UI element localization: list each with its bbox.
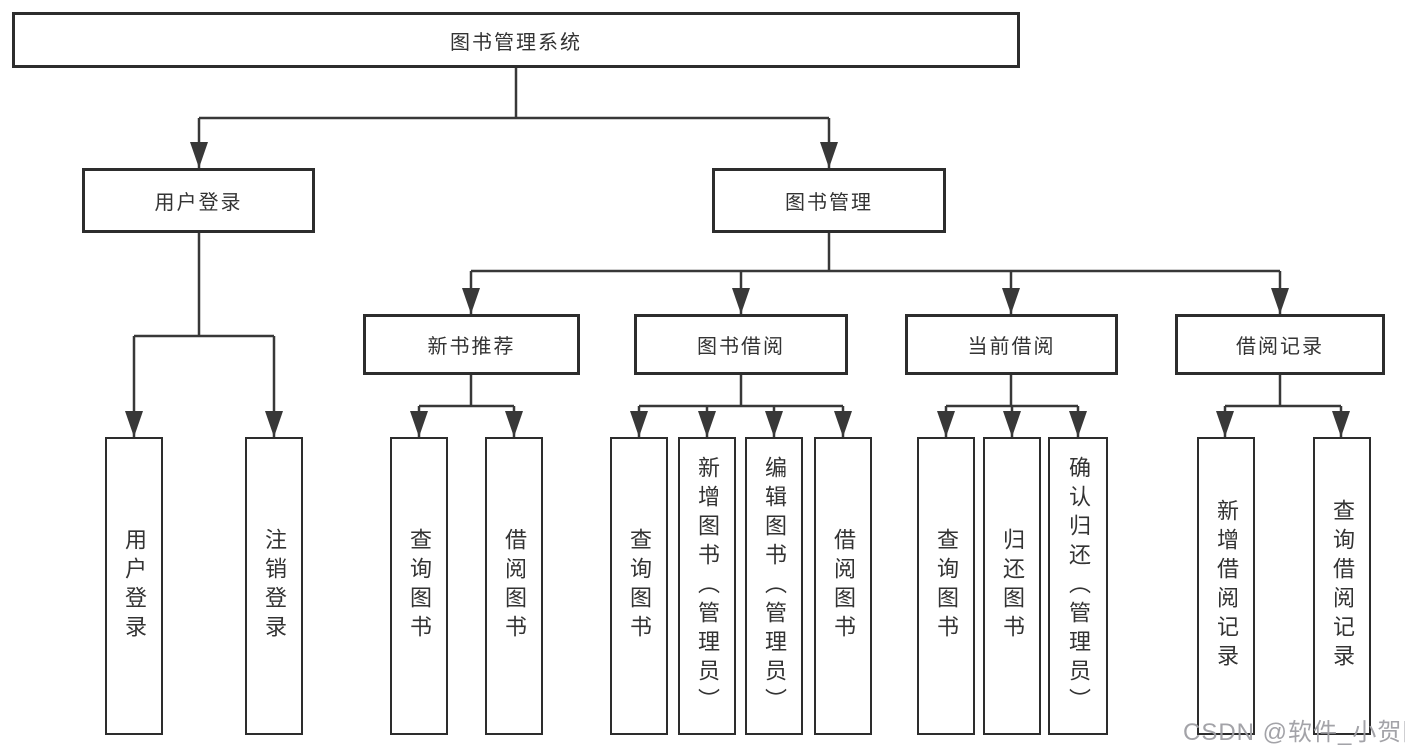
node-new-book-recommend: 新书推荐 (363, 314, 580, 375)
node-borrow-records-label: 借阅记录 (1236, 336, 1324, 358)
leaf-borrow-query-books: 查询图书 (610, 437, 668, 735)
connector-book-borrow (630, 375, 852, 437)
leaf-current-return-books: 归还图书 (983, 437, 1041, 735)
connector-new-book-recommend (410, 375, 523, 437)
node-user-login: 用户登录 (82, 168, 315, 233)
leaf-current-confirm-return-admin-label: 确认归还（管理员） (1066, 455, 1091, 717)
node-current-borrow-label: 当前借阅 (967, 336, 1056, 358)
leaf-records-query-record-label: 查询借阅记录 (1330, 499, 1355, 673)
leaf-borrow-edit-books-admin: 编辑图书（管理员） (745, 437, 803, 735)
connector-book-management-branch (462, 233, 1289, 314)
leaf-borrow-add-books-admin: 新增图书（管理员） (678, 437, 736, 735)
leaf-records-query-record: 查询借阅记录 (1313, 437, 1371, 735)
leaf-logout-label: 注销登录 (262, 528, 287, 644)
node-root: 图书管理系统 (12, 12, 1020, 68)
leaf-borrow-query-books-label: 查询图书 (627, 528, 652, 644)
node-book-borrow: 图书借阅 (634, 314, 848, 375)
node-user-login-label: 用户登录 (154, 192, 243, 214)
leaf-user-login: 用户登录 (105, 437, 163, 735)
node-current-borrow: 当前借阅 (905, 314, 1118, 375)
connector-current-borrow (937, 375, 1087, 437)
connector-user-login-branch (125, 233, 283, 437)
leaf-borrow-borrow-books-label: 借阅图书 (831, 528, 856, 644)
node-book-borrow-label: 图书借阅 (697, 336, 785, 358)
leaf-current-query-books-label: 查询图书 (934, 528, 959, 644)
connector-root-to-level2 (190, 68, 838, 168)
leaf-records-add-record: 新增借阅记录 (1197, 437, 1255, 735)
node-new-book-recommend-label: 新书推荐 (427, 336, 516, 358)
leaf-newbook-borrow-books: 借阅图书 (485, 437, 543, 735)
node-book-management: 图书管理 (712, 168, 946, 233)
leaf-current-confirm-return-admin: 确认归还（管理员） (1048, 437, 1108, 735)
leaf-borrow-edit-books-admin-label: 编辑图书（管理员） (762, 455, 787, 717)
leaf-borrow-add-books-admin-label: 新增图书（管理员） (695, 455, 720, 717)
node-borrow-records: 借阅记录 (1175, 314, 1385, 375)
leaf-records-add-record-label: 新增借阅记录 (1214, 499, 1239, 673)
leaf-current-return-books-label: 归还图书 (1000, 528, 1025, 644)
node-book-management-label: 图书管理 (785, 192, 873, 214)
leaf-user-login-label: 用户登录 (122, 528, 147, 644)
leaf-logout: 注销登录 (245, 437, 303, 735)
leaf-newbook-borrow-books-label: 借阅图书 (502, 528, 527, 644)
connector-borrow-records (1216, 375, 1350, 437)
leaf-borrow-borrow-books: 借阅图书 (814, 437, 872, 735)
leaf-newbook-query-books: 查询图书 (390, 437, 448, 735)
leaf-current-query-books: 查询图书 (917, 437, 975, 735)
watermark: CSDN @软件_小贺同学 (1183, 719, 1405, 746)
node-root-label: 图书管理系统 (450, 31, 582, 54)
leaf-newbook-query-books-label: 查询图书 (407, 528, 432, 644)
